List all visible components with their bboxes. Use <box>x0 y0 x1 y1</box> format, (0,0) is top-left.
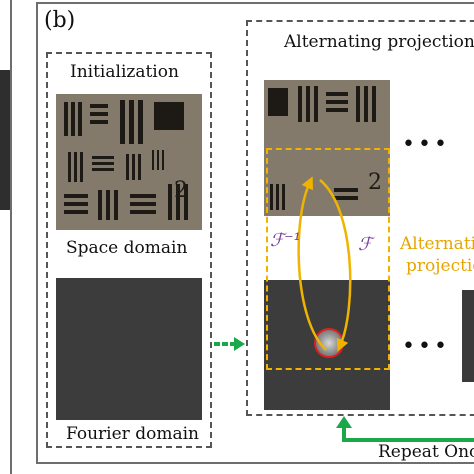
fourier-domain-image <box>56 278 202 420</box>
panel-label: (b) <box>44 8 76 33</box>
space-domain-image: 2 <box>56 94 202 230</box>
green-arrow-right <box>214 337 245 351</box>
right-partial-image <box>462 290 474 382</box>
alternating-projection-title: Alternating projection a <box>284 32 474 52</box>
space-domain-label: Space domain <box>66 238 188 258</box>
ellipsis-bottom: ••• <box>402 334 450 359</box>
initialization-title: Initialization <box>70 62 179 82</box>
alternating-label-line2: projectio <box>406 256 474 276</box>
alternating-projection-box <box>246 20 474 416</box>
fourier-domain-label: Fourier domain <box>66 424 199 444</box>
panel-b-frame <box>36 2 474 464</box>
repeat-arrow <box>336 416 474 442</box>
alternating-label-line1: Alternatin <box>400 234 474 254</box>
alt-middle-gap <box>264 216 390 278</box>
inner-projection-box <box>266 148 390 370</box>
target-number-label: 2 <box>368 170 382 195</box>
previous-panel-image-strip <box>0 70 10 210</box>
projection-arrows <box>297 176 352 352</box>
ellipsis-top: ••• <box>402 132 450 157</box>
initialization-box <box>46 52 212 448</box>
repeat-label: Repeat Once <box>378 442 474 462</box>
fourier-label: ℱ <box>358 234 373 255</box>
inverse-fourier-label: ℱ⁻¹ <box>270 230 301 251</box>
